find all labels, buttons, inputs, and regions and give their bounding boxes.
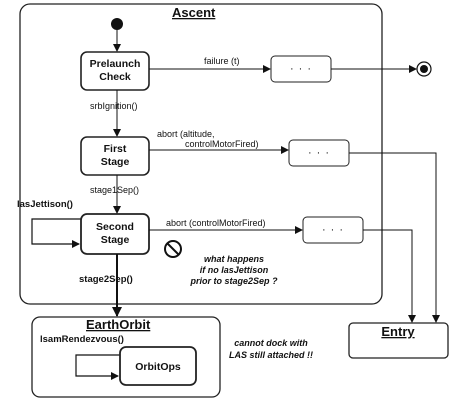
stage2-label: stage2Sep(): [79, 274, 133, 285]
abort1-label-1: abort (altitude,: [157, 129, 215, 139]
question-note-1: what happens: [204, 254, 264, 264]
rendezvous-self-loop: [75, 354, 121, 380]
entry-state: Entry: [348, 322, 449, 359]
las-label: lasJettison(): [17, 199, 73, 210]
prelaunch-label-2: Check: [99, 71, 131, 83]
final-node: [416, 61, 432, 77]
state-prelaunch-check: Prelaunch Check: [80, 51, 150, 91]
state-second-stage: Second Stage: [80, 213, 150, 255]
dock-note-2: LAS still attached !!: [229, 350, 313, 360]
ellipsis-state-3: · · ·: [302, 216, 364, 244]
prohibited-icon: [164, 240, 182, 258]
second-label-1: Second: [96, 221, 134, 233]
failure-label: failure (t): [204, 56, 240, 66]
rendezvous-label: lsamRendezvous(): [40, 334, 124, 345]
ellipsis2-to-entry: [349, 152, 440, 323]
first-label-2: Stage: [101, 156, 130, 168]
orbit-ops-label: OrbitOps: [135, 361, 181, 373]
earth-orbit-title: EarthOrbit: [86, 317, 151, 332]
state-first-stage: First Stage: [80, 136, 150, 176]
prelaunch-label-1: Prelaunch: [90, 58, 141, 70]
ellipsis-state-2: · · ·: [288, 139, 350, 167]
entry-title: Entry: [381, 324, 415, 339]
state-orbit-ops: OrbitOps: [119, 346, 197, 386]
first-label-1: First: [104, 143, 127, 155]
question-note-3: prior to stage2Sep ?: [189, 276, 278, 286]
ascent-title: Ascent: [172, 5, 216, 20]
las-self-loop: [31, 218, 81, 248]
ellipsis-3: · · ·: [322, 224, 344, 236]
abort2-label: abort (controlMotorFired): [166, 218, 266, 228]
dock-note-1: cannot dock with: [234, 338, 308, 348]
stage1-label: stage1Sep(): [90, 185, 139, 195]
question-note-2: if no lasJettison: [200, 265, 269, 275]
initial-node: [111, 18, 123, 30]
ellipsis-state-1: · · ·: [270, 55, 332, 83]
srb-label: srbIgnition(): [90, 101, 138, 111]
ellipsis3-to-entry: [363, 229, 416, 323]
second-label-2: Stage: [101, 234, 130, 246]
abort1-label-2: controlMotorFired): [185, 139, 259, 149]
ellipsis-1: · · ·: [290, 63, 312, 75]
ellipsis-2: · · ·: [308, 147, 330, 159]
